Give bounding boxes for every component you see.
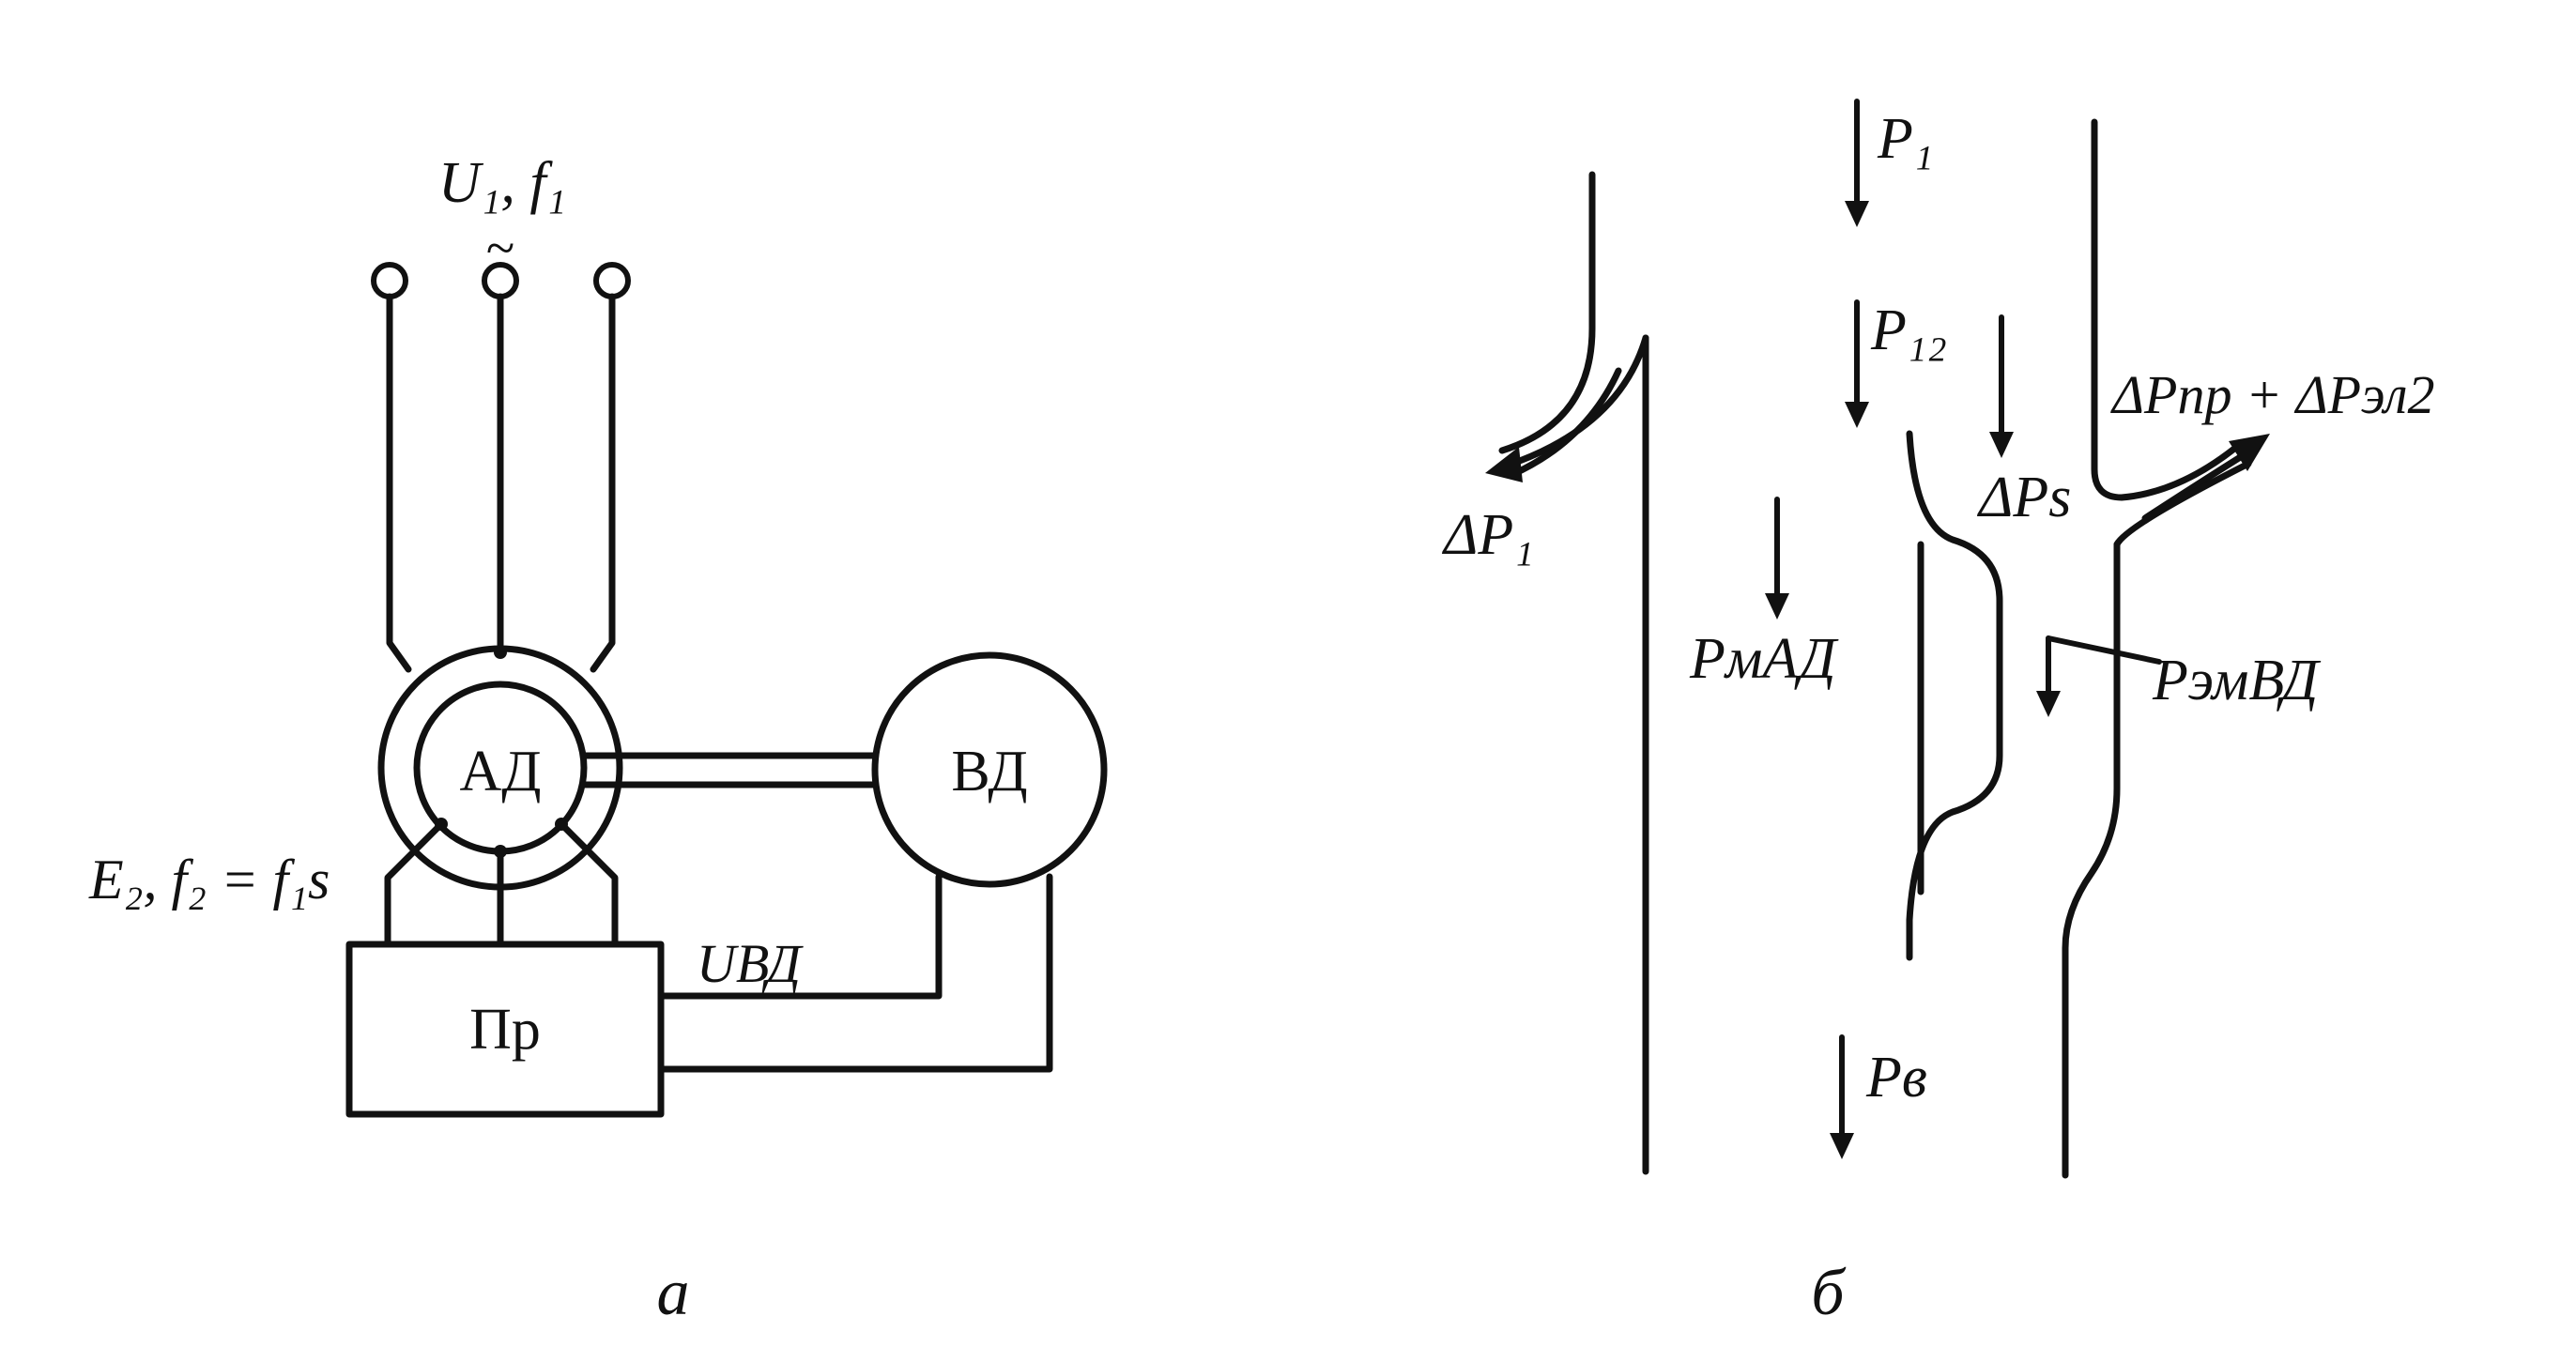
label-p-em-vd: PэмВД	[2152, 649, 2322, 712]
motor-label: АД	[459, 740, 541, 803]
label-dps: ΔPs	[1976, 466, 2071, 529]
aux-voltage-label: UВД	[697, 933, 804, 994]
loss-conv-line-2	[2113, 460, 2252, 548]
arrow-p1-head	[1845, 201, 1869, 227]
converter-wire-1	[657, 873, 943, 1000]
aux-motor-label: ВД	[951, 740, 1027, 803]
slip-boundary-outer	[1906, 430, 2003, 961]
label-p-shaft: Pв	[1865, 1046, 1927, 1109]
loss-dp1-line-2	[1508, 367, 1622, 479]
rotor-label: E₂, f₂ = f₁s	[88, 849, 330, 911]
rotor-lead-3	[558, 820, 619, 948]
arrow-p12-head	[1845, 402, 1869, 428]
arrow-dps-head	[1989, 432, 2014, 458]
label-p1: P₁	[1877, 107, 1933, 171]
label-p12: P₁₂	[1870, 298, 1947, 362]
converter-wire-2	[657, 873, 1053, 1073]
loss-dp1-line-1	[1503, 334, 1649, 469]
caption-a: а	[657, 1257, 690, 1329]
supply-tilde: ~	[486, 220, 514, 278]
diagram-b: P₁ P₁₂ ΔP₁ ΔPs ΔPпр + ΔPэл2 PмАД PэмВД P…	[1441, 99, 2435, 1329]
caption-b: б	[1811, 1257, 1847, 1329]
left-boundary-upper	[1498, 171, 1596, 454]
aux-motor-circle	[871, 651, 1108, 888]
arrow-pmad-head	[1765, 593, 1789, 620]
terminal-1	[371, 262, 408, 299]
converter-box	[345, 941, 665, 1118]
label-dp-conv: ΔPпр + ΔPэл2	[2110, 364, 2435, 425]
supply-label: U₁, f₁	[438, 151, 566, 215]
loss-dp1-arrowhead	[1485, 447, 1523, 482]
label-dp1: ΔP₁	[1441, 503, 1534, 567]
supply-wire-3	[590, 293, 616, 673]
label-p-mech-ad: PмАД	[1689, 627, 1839, 691]
pemvd-leader-line	[2046, 635, 2162, 665]
loss-conv-arrowhead	[2229, 434, 2270, 471]
supply-wire-1	[386, 293, 412, 673]
rotor-lead-1	[384, 820, 445, 948]
terminal-3	[593, 262, 631, 299]
right-boundary-upper	[2091, 118, 2238, 501]
arrow-pemvd-head	[2036, 691, 2061, 717]
arrow-pv-head	[1830, 1133, 1854, 1159]
right-boundary-lower	[2062, 541, 2121, 1179]
scheme-a: U₁, f₁ ~ АД ВД Пр E₂, f₂ = f₁s UВД а	[88, 151, 1108, 1329]
converter-label: Пр	[469, 998, 541, 1062]
